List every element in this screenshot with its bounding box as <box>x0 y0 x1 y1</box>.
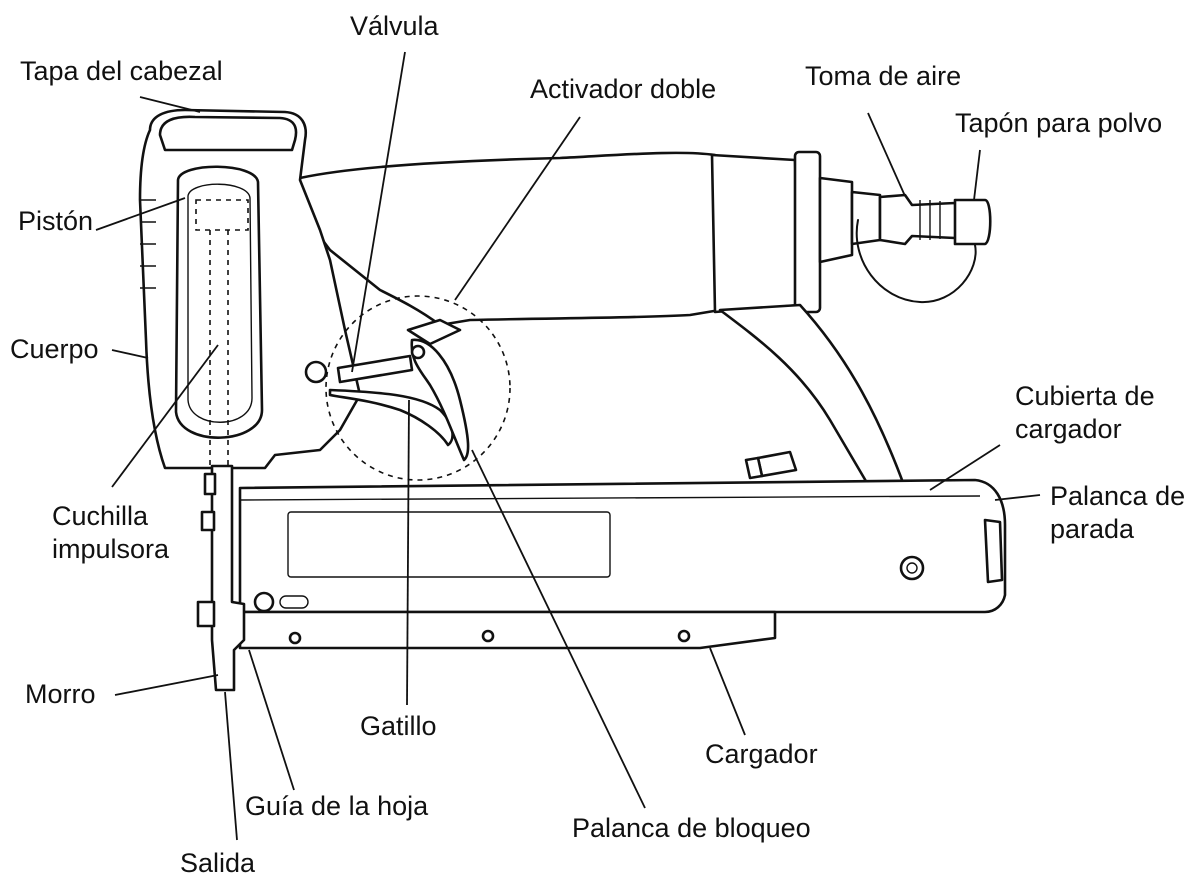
label-morro: Morro <box>25 679 96 709</box>
label-cubierta-cargador-line2: cargador <box>1015 414 1122 444</box>
nose <box>210 464 246 692</box>
label-cuchilla-impulsora: Cuchilla impulsora <box>52 500 169 566</box>
label-toma-aire: Toma de aire <box>805 61 962 91</box>
label-cubierta-cargador: Cubierta de cargador <box>1015 380 1155 446</box>
nose-knob-3 <box>196 600 216 628</box>
magazine-cover <box>238 478 1007 614</box>
valve <box>336 354 414 384</box>
label-cuchilla-line1: Cuchilla <box>52 501 149 531</box>
label-tapon-polvo: Tapón para polvo <box>955 108 1163 138</box>
label-tapa-cabezal: Tapa del cabezal <box>20 56 223 86</box>
label-cubierta-cargador-line1: Cubierta de <box>1015 381 1155 411</box>
dust-cap-strap <box>855 219 977 304</box>
nose-knob-2 <box>200 510 216 532</box>
nose-knob-1 <box>203 472 217 496</box>
label-salida: Salida <box>180 848 256 878</box>
label-piston: Pistón <box>18 206 94 236</box>
label-gatillo: Gatillo <box>360 711 437 741</box>
label-guia-hoja: Guía de la hoja <box>245 791 429 821</box>
trigger <box>328 388 454 447</box>
cylinder-window <box>174 165 264 439</box>
label-palanca-parada-line2: parada <box>1050 514 1135 544</box>
label-palanca-parada: Palanca de parada <box>1050 480 1185 546</box>
leader-lines <box>95 51 1041 841</box>
body-screw <box>304 360 328 384</box>
label-palanca-parada-line1: Palanca de <box>1050 481 1185 511</box>
rail-screw <box>253 591 275 613</box>
label-palanca-bloqueo: Palanca de bloqueo <box>572 813 811 843</box>
head-cap <box>158 115 298 152</box>
dust-cap <box>953 198 992 246</box>
lock-lever <box>410 338 470 462</box>
magazine-screw <box>899 555 925 581</box>
label-activador-doble: Activador doble <box>530 74 717 104</box>
rear-ring <box>793 150 822 314</box>
rear-collar <box>710 153 802 314</box>
label-valvula: Válvula <box>350 11 439 41</box>
label-cuchilla-line2: impulsora <box>52 534 170 564</box>
magazine-label-area <box>287 511 611 578</box>
trigger-detail-circle <box>325 295 511 481</box>
stop-lever <box>983 518 1004 584</box>
label-cuerpo: Cuerpo <box>10 334 99 364</box>
label-cargador: Cargador <box>705 739 818 769</box>
handle-grip <box>298 151 722 327</box>
air-fitting <box>818 176 854 264</box>
magazine-rail <box>238 610 777 650</box>
